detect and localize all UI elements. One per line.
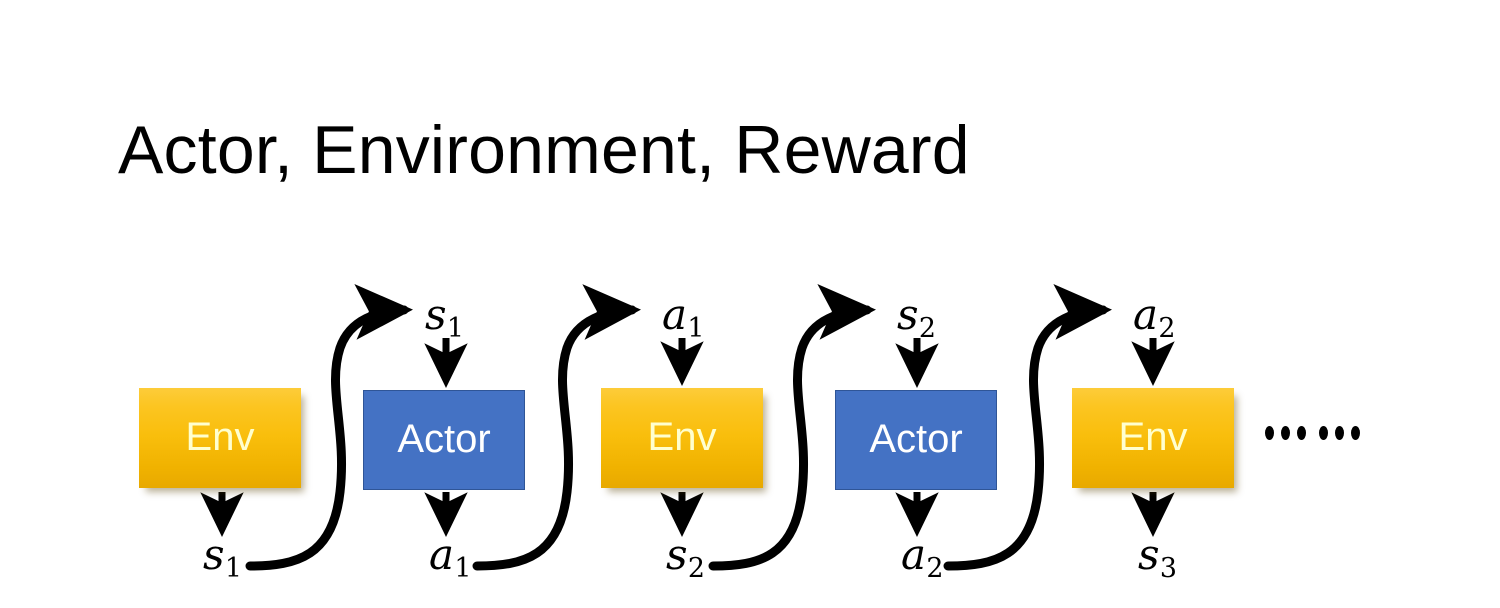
ellipsis-dot [1265, 426, 1274, 440]
symbol-base: s [897, 290, 919, 339]
label-state-s1-top: s1 [425, 294, 464, 343]
node-actor-1[interactable]: Actor [363, 390, 525, 490]
symbol-base: a [901, 530, 927, 579]
label-action-a1-top: a1 [662, 294, 704, 343]
ellipsis-icon [1265, 418, 1360, 448]
symbol-subscript: 1 [687, 313, 705, 345]
symbol-subscript: 2 [1158, 313, 1176, 345]
ellipsis-dot [1281, 426, 1290, 440]
symbol-base: s [1138, 530, 1160, 579]
symbol-base: s [666, 530, 688, 579]
node-env-2[interactable]: Env [601, 388, 763, 488]
label-action-a1-bottom: a1 [429, 534, 471, 583]
label-state-s2-top: s2 [897, 294, 936, 343]
node-label: Actor [397, 417, 491, 461]
symbol-subscript: 1 [454, 553, 472, 585]
node-label: Env [185, 415, 255, 459]
ellipsis-dot [1351, 426, 1360, 440]
node-label: Env [1118, 415, 1188, 459]
label-action-a2-top: a2 [1133, 294, 1175, 343]
label-state-s3-bottom: s3 [1138, 534, 1177, 583]
node-env-1[interactable]: Env [139, 388, 301, 488]
node-label: Actor [869, 417, 963, 461]
symbol-base: a [1133, 290, 1159, 339]
node-label: Env [647, 415, 717, 459]
symbol-subscript: 3 [1159, 553, 1177, 585]
symbol-base: s [425, 290, 447, 339]
symbol-subscript: 2 [687, 553, 705, 585]
symbol-subscript: 2 [918, 313, 936, 345]
ellipsis-dot [1319, 426, 1328, 440]
ellipsis-dot [1335, 426, 1344, 440]
label-state-s2-bottom: s2 [666, 534, 705, 583]
node-actor-2[interactable]: Actor [835, 390, 997, 490]
ellipsis-dot [1297, 426, 1306, 440]
symbol-base: s [203, 530, 225, 579]
symbol-base: a [662, 290, 688, 339]
label-state-s1-bottom: s1 [203, 534, 242, 583]
node-env-3[interactable]: Env [1072, 388, 1234, 488]
symbol-base: a [429, 530, 455, 579]
page-title: Actor, Environment, Reward [118, 112, 970, 188]
symbol-subscript: 1 [446, 313, 464, 345]
label-action-a2-bottom: a2 [901, 534, 943, 583]
symbol-subscript: 2 [926, 553, 944, 585]
symbol-subscript: 1 [224, 553, 242, 585]
